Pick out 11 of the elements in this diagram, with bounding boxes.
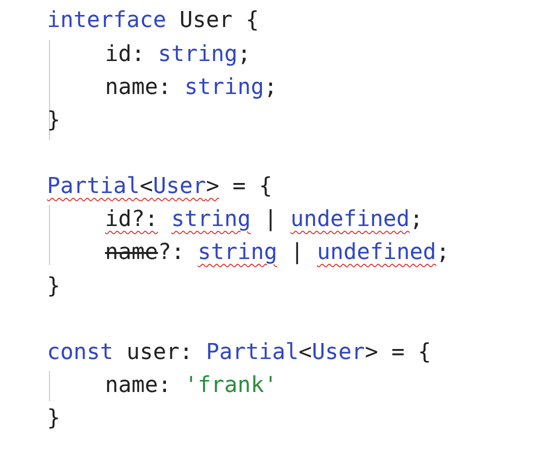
code-line: interface User { bbox=[47, 7, 259, 35]
code-line: const user: Partial<User> = { bbox=[47, 339, 432, 367]
code-line: id?: string | undefined; bbox=[105, 206, 423, 234]
code-line: name: 'frank' bbox=[105, 372, 278, 400]
code-line: } bbox=[47, 405, 60, 433]
code-line: } bbox=[47, 107, 60, 135]
code-line: Partial<User> = { bbox=[47, 173, 272, 201]
code-line: name: string; bbox=[105, 74, 278, 102]
code-line: } bbox=[47, 273, 60, 301]
code-line: name?: string | undefined; bbox=[105, 239, 450, 267]
code-line: id: string; bbox=[105, 41, 251, 69]
